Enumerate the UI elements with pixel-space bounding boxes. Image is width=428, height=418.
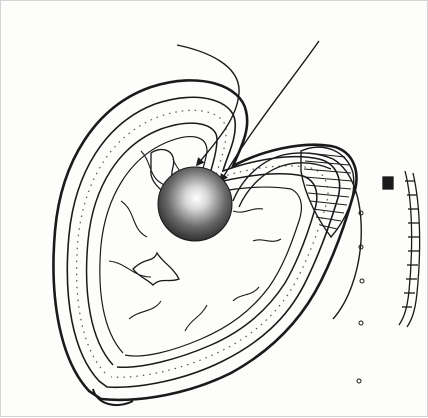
- sphere-marker: [158, 167, 232, 241]
- skull-diploe-dots: [77, 110, 328, 377]
- pipe-tube: [233, 153, 361, 319]
- spinal-column: [383, 171, 420, 327]
- arrow-short: [177, 45, 239, 165]
